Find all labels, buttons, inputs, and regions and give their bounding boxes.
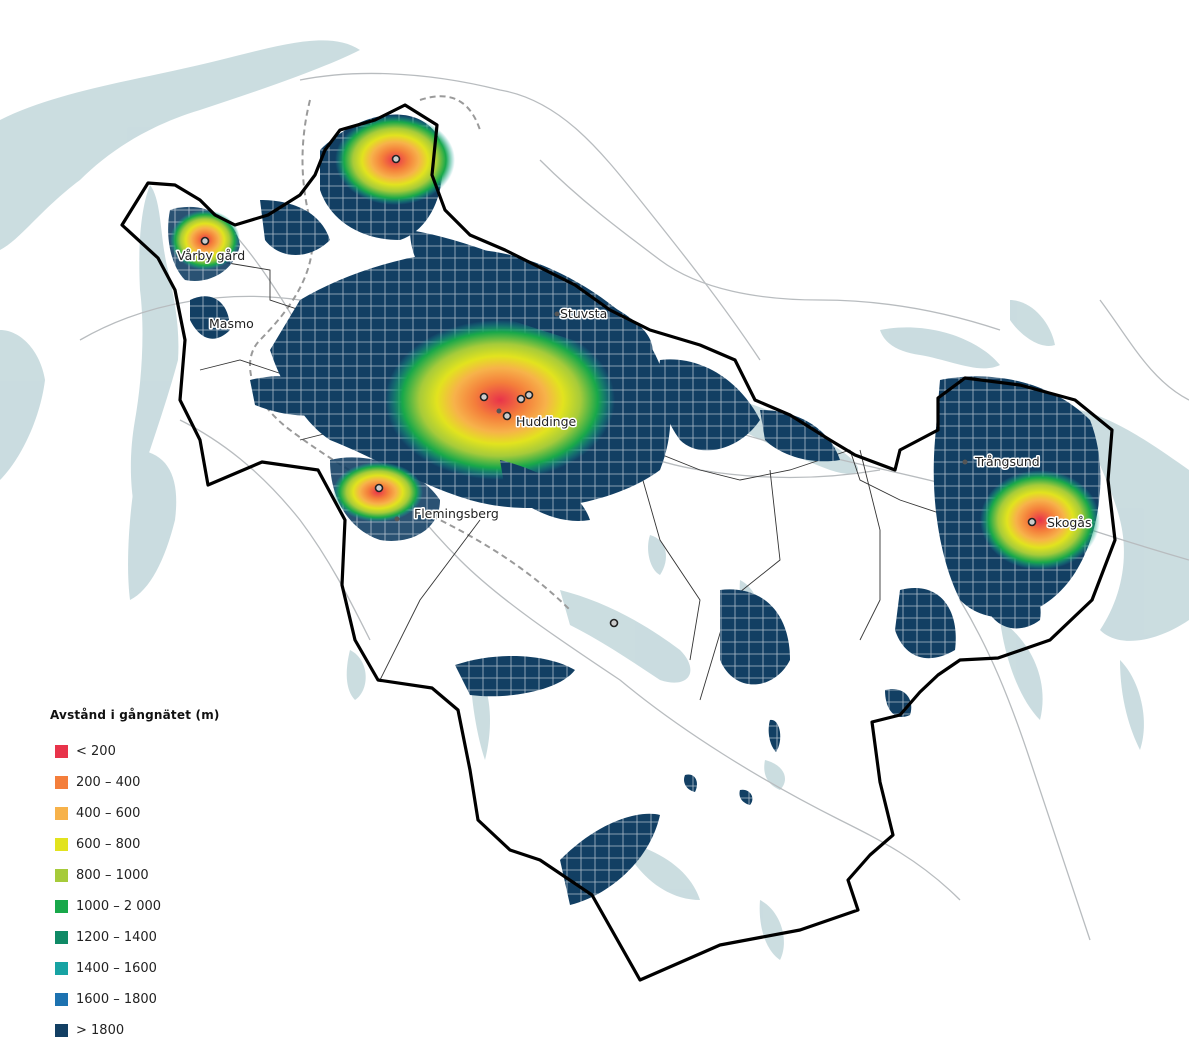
place-label-stuvsta: Stuvsta — [560, 306, 607, 321]
station-markers — [200, 154, 1037, 628]
legend-swatch — [55, 745, 68, 758]
legend-swatch — [55, 1024, 68, 1037]
legend-item: 1600 – 1800 — [46, 984, 306, 1015]
place-label-masmo: Masmo — [209, 316, 254, 331]
place-label-skogas: Skogås — [1047, 515, 1091, 530]
legend-swatch — [55, 993, 68, 1006]
legend-item: < 200 — [46, 736, 306, 767]
legend-label: 600 – 800 — [76, 837, 141, 852]
legend-item: 1200 – 1400 — [46, 922, 306, 953]
place-label-varby-gard: Vårby gård — [177, 248, 245, 263]
legend-swatch — [55, 869, 68, 882]
place-label-huddinge: Huddinge — [516, 414, 577, 429]
station-marker — [516, 394, 526, 404]
legend-label: 200 – 400 — [76, 775, 141, 790]
legend-swatch — [55, 931, 68, 944]
legend-label: < 200 — [76, 744, 116, 759]
legend-label: 800 – 1000 — [76, 868, 149, 883]
place-label-flemingsberg: Flemingsberg — [414, 506, 499, 521]
municipality-boundary — [120, 103, 1117, 982]
legend-label: 1400 – 1600 — [76, 961, 157, 976]
station-marker — [374, 483, 384, 493]
legend-item: 800 – 1000 — [46, 860, 306, 891]
station-marker — [200, 236, 210, 246]
railway — [249, 95, 571, 611]
legend-item: > 1800 — [46, 1015, 306, 1046]
station-marker — [479, 392, 489, 402]
station-marker — [524, 390, 534, 400]
legend-item: 600 – 800 — [46, 829, 306, 860]
accessibility-zones — [168, 114, 1101, 905]
legend-swatch — [55, 776, 68, 789]
legend-swatch — [55, 900, 68, 913]
legend-swatch — [55, 962, 68, 975]
legend-item: 1400 – 1600 — [46, 953, 306, 984]
legend-items: < 200 200 – 400 400 – 600 600 – 800 800 – 10… — [46, 736, 306, 1046]
legend-item: 1000 – 2 000 — [46, 891, 306, 922]
legend-label: 1200 – 1400 — [76, 930, 157, 945]
station-marker — [391, 154, 401, 164]
station-marker — [609, 618, 619, 628]
legend-label: 1600 – 1800 — [76, 992, 157, 1007]
station-marker — [502, 411, 512, 421]
legend-label: 400 – 600 — [76, 806, 141, 821]
legend-label: > 1800 — [76, 1023, 125, 1038]
place-label-trangsund: Trångsund — [974, 454, 1040, 469]
map-legend: Avstånd i gångnätet (m) < 200 200 – 400 40… — [46, 708, 306, 1046]
legend-title: Avstånd i gångnätet (m) — [50, 708, 220, 722]
legend-label: 1000 – 2 000 — [76, 899, 162, 914]
legend-item: 400 – 600 — [46, 798, 306, 829]
station-marker — [1027, 517, 1037, 527]
stop-dots — [394, 311, 968, 522]
legend-swatch — [55, 838, 68, 851]
legend-swatch — [55, 807, 68, 820]
legend-item: 200 – 400 — [46, 767, 306, 798]
